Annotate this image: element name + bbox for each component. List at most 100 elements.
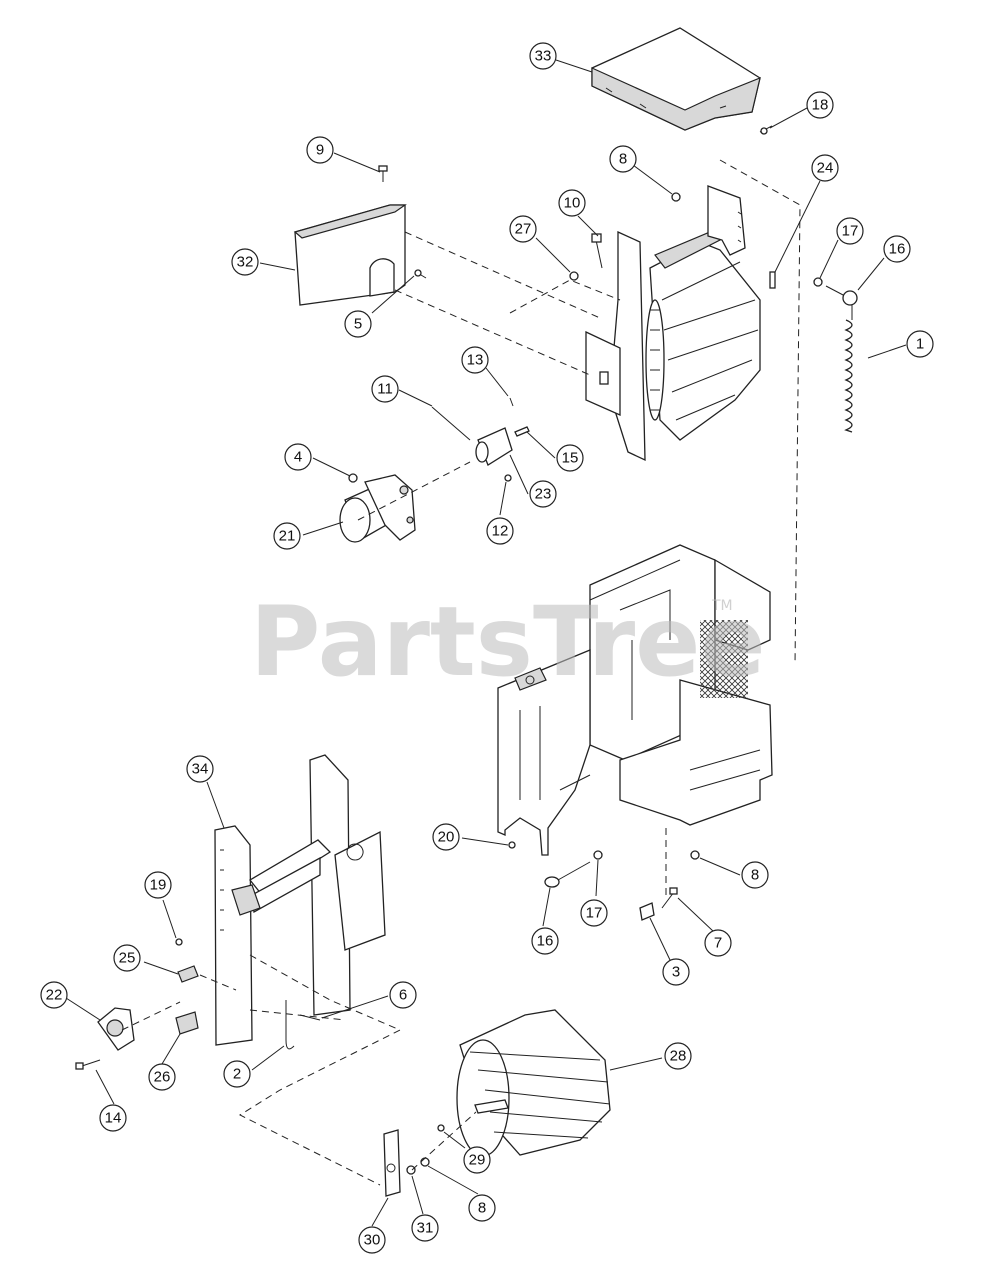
callout-34[interactable]: 34 xyxy=(186,755,214,783)
part-27-nut[interactable] xyxy=(569,271,579,281)
part-30-bracket[interactable] xyxy=(383,1129,401,1197)
svg-text:10: 10 xyxy=(564,195,581,212)
callout-17-top[interactable]: 17 xyxy=(836,217,864,245)
callout-33[interactable]: 33 xyxy=(529,42,557,70)
part-23-coupler[interactable] xyxy=(475,427,513,466)
svg-text:30: 30 xyxy=(364,1232,381,1249)
svg-text:17: 17 xyxy=(842,223,859,240)
part-12-screw[interactable] xyxy=(504,474,512,482)
callout-3[interactable]: 3 xyxy=(662,958,690,986)
callout-13[interactable]: 13 xyxy=(461,346,489,374)
callout-10[interactable]: 10 xyxy=(558,189,586,217)
part-17-nut-top[interactable] xyxy=(813,277,823,287)
part-10-bolt[interactable] xyxy=(591,233,603,269)
callout-26[interactable]: 26 xyxy=(148,1063,176,1091)
part-3-clip[interactable] xyxy=(639,902,655,921)
callout-17-mid[interactable]: 17 xyxy=(580,899,608,927)
callout-32[interactable]: 32 xyxy=(231,248,259,276)
callout-16-mid[interactable]: 16 xyxy=(531,927,559,955)
callout-16-top[interactable]: 16 xyxy=(883,235,911,263)
callout-31[interactable]: 31 xyxy=(411,1214,439,1242)
callout-7[interactable]: 7 xyxy=(704,929,732,957)
callout-27[interactable]: 27 xyxy=(509,215,537,243)
part-33-top-cover[interactable] xyxy=(591,27,761,131)
callout-1[interactable]: 1 xyxy=(906,330,934,358)
part-14-bolt[interactable] xyxy=(75,1059,101,1070)
part-26-plate[interactable] xyxy=(175,1011,199,1035)
svg-text:29: 29 xyxy=(469,1152,486,1169)
part-16-eyebolt-mid[interactable] xyxy=(544,861,591,888)
callout-15[interactable]: 15 xyxy=(556,444,584,472)
part-13-pin[interactable] xyxy=(509,397,514,407)
part-21-motor[interactable] xyxy=(339,474,416,543)
callout-8-mid[interactable]: 8 xyxy=(741,861,769,889)
callout-24[interactable]: 24 xyxy=(811,154,839,182)
callout-28[interactable]: 28 xyxy=(664,1042,692,1070)
svg-text:13: 13 xyxy=(467,352,484,369)
part-31-nut[interactable] xyxy=(406,1165,416,1175)
callout-8-bottom[interactable]: 8 xyxy=(468,1194,496,1222)
callout-2[interactable]: 2 xyxy=(223,1060,251,1088)
part-11-bolt[interactable] xyxy=(431,406,471,441)
svg-text:34: 34 xyxy=(192,761,209,778)
callout-20[interactable]: 20 xyxy=(432,823,460,851)
callout-18[interactable]: 18 xyxy=(806,91,834,119)
svg-text:32: 32 xyxy=(237,254,254,271)
part-9-screw[interactable] xyxy=(378,165,388,182)
callout-9[interactable]: 9 xyxy=(306,136,334,164)
callout-8-top[interactable]: 8 xyxy=(609,145,637,173)
part-7-bolt[interactable] xyxy=(661,887,678,909)
callout-6[interactable]: 6 xyxy=(389,981,417,1009)
part-2-clip[interactable] xyxy=(285,1000,295,1050)
part-34-lower-frame[interactable] xyxy=(214,754,386,1046)
svg-text:14: 14 xyxy=(105,1110,122,1127)
svg-text:4: 4 xyxy=(294,449,302,466)
svg-text:5: 5 xyxy=(354,316,362,333)
callout-19[interactable]: 19 xyxy=(144,871,172,899)
svg-text:1: 1 xyxy=(916,336,924,353)
upper-mounting-plate[interactable] xyxy=(585,230,646,462)
callout-25[interactable]: 25 xyxy=(113,944,141,972)
svg-text:22: 22 xyxy=(46,987,63,1004)
svg-text:16: 16 xyxy=(889,241,906,258)
svg-text:8: 8 xyxy=(751,867,759,884)
part-28-drum[interactable] xyxy=(456,1009,611,1157)
main-housing[interactable] xyxy=(497,544,773,856)
upper-drum[interactable] xyxy=(645,231,761,441)
part-17-nut-mid[interactable] xyxy=(593,850,603,860)
part-4-nut[interactable] xyxy=(348,473,358,483)
part-8-nut-top[interactable] xyxy=(671,192,681,202)
svg-text:2: 2 xyxy=(233,1066,241,1083)
part-18-screw[interactable] xyxy=(759,125,773,135)
part-5-screw[interactable] xyxy=(414,269,427,279)
part-8-nut-bottom[interactable] xyxy=(420,1157,430,1167)
callout-29[interactable]: 29 xyxy=(463,1146,491,1174)
part-20-nut[interactable] xyxy=(508,841,516,849)
callout-12[interactable]: 12 xyxy=(486,517,514,545)
part-25-plate[interactable] xyxy=(177,965,199,983)
part-8-nut-mid[interactable] xyxy=(690,850,700,860)
svg-text:7: 7 xyxy=(714,935,722,952)
part-29-washer[interactable] xyxy=(437,1124,445,1132)
callout-30[interactable]: 30 xyxy=(358,1226,386,1254)
alignment-lines xyxy=(121,159,801,1186)
part-24-bracket[interactable] xyxy=(707,185,776,289)
callout-14[interactable]: 14 xyxy=(99,1104,127,1132)
part-1-spring[interactable] xyxy=(844,305,853,433)
svg-text:24: 24 xyxy=(817,160,834,177)
callout-21[interactable]: 21 xyxy=(273,522,301,550)
part-16-eyebolt-top[interactable] xyxy=(825,285,858,306)
callout-11[interactable]: 11 xyxy=(371,375,399,403)
svg-text:27: 27 xyxy=(515,221,532,238)
callout-4[interactable]: 4 xyxy=(284,443,312,471)
svg-text:25: 25 xyxy=(119,950,136,967)
callout-5[interactable]: 5 xyxy=(344,310,372,338)
part-22-bearing[interactable] xyxy=(97,1007,135,1051)
callout-23[interactable]: 23 xyxy=(529,480,557,508)
part-32-motor-cover[interactable] xyxy=(293,204,407,306)
part-15-key[interactable] xyxy=(514,426,530,437)
part-19-nut[interactable] xyxy=(175,938,183,946)
callout-22[interactable]: 22 xyxy=(40,981,68,1009)
svg-text:9: 9 xyxy=(316,142,324,159)
svg-text:26: 26 xyxy=(154,1069,171,1086)
